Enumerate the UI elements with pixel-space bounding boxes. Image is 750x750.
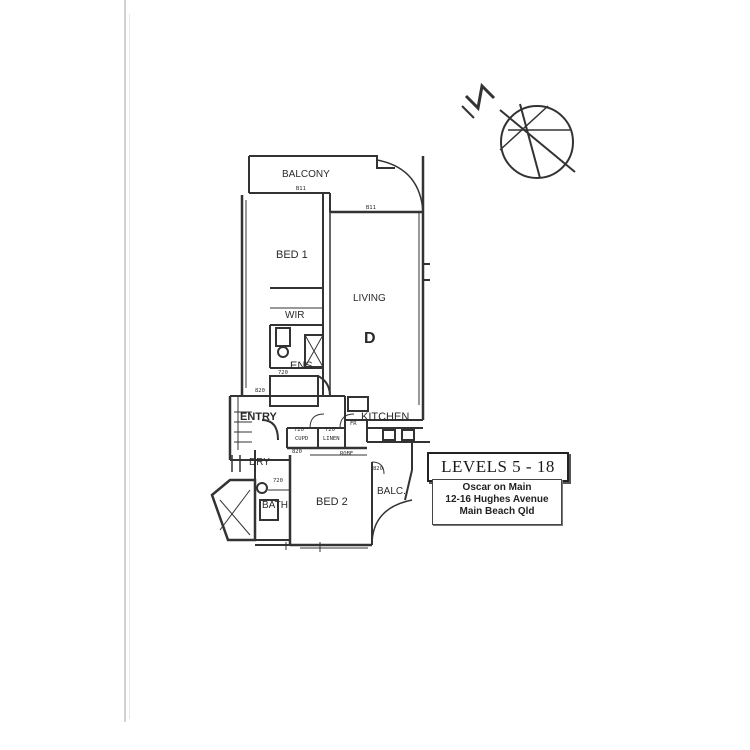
room-label-bed2: BED 2 [316,496,348,508]
window-label: B11 [296,186,306,192]
page-margin-line-faint [129,14,130,719]
levels-label: LEVELS 5 - 18 [427,452,569,482]
address-block: Oscar on Main 12-16 Hughes Avenue Main B… [432,479,562,525]
north-arrow-icon [461,82,576,179]
room-label-ens: ENS [290,360,313,372]
room-label-entry: ENTRY [240,411,278,423]
door-label: 720 [273,478,283,484]
door-label: 720 [278,370,288,376]
door-label: 820 [373,466,383,472]
robe-label: ROBE [340,451,353,457]
window-label: B11 [366,205,376,211]
room-label-bed1: BED 1 [276,249,308,261]
address-building-name: Oscar on Main [462,482,532,493]
cupd-label: CUPD [295,436,308,442]
fridge-label: FR [350,421,357,427]
door-label: 820 [255,388,265,394]
outer-walls [210,155,430,552]
linen-label: LINEN [323,436,340,442]
door-label: 820 [292,449,302,455]
room-label-kitchen: KITCHEN [361,411,409,423]
room-label-bath: BATH [262,500,288,511]
door-label: 720 [325,427,335,433]
room-label-balcony: BALCONY [282,169,330,180]
address-suburb: Main Beach Qld [459,506,535,517]
room-label-balc: BALC. [377,486,406,497]
room-label-living: LIVING [353,293,386,304]
door-label: 720 [294,427,304,433]
room-label-dry: DRY [249,457,270,468]
unit-letter: D [364,330,376,347]
address-street: 12-16 Hughes Avenue [445,494,549,505]
page-margin-line [124,0,126,722]
room-label-wir: WIR [285,310,304,321]
